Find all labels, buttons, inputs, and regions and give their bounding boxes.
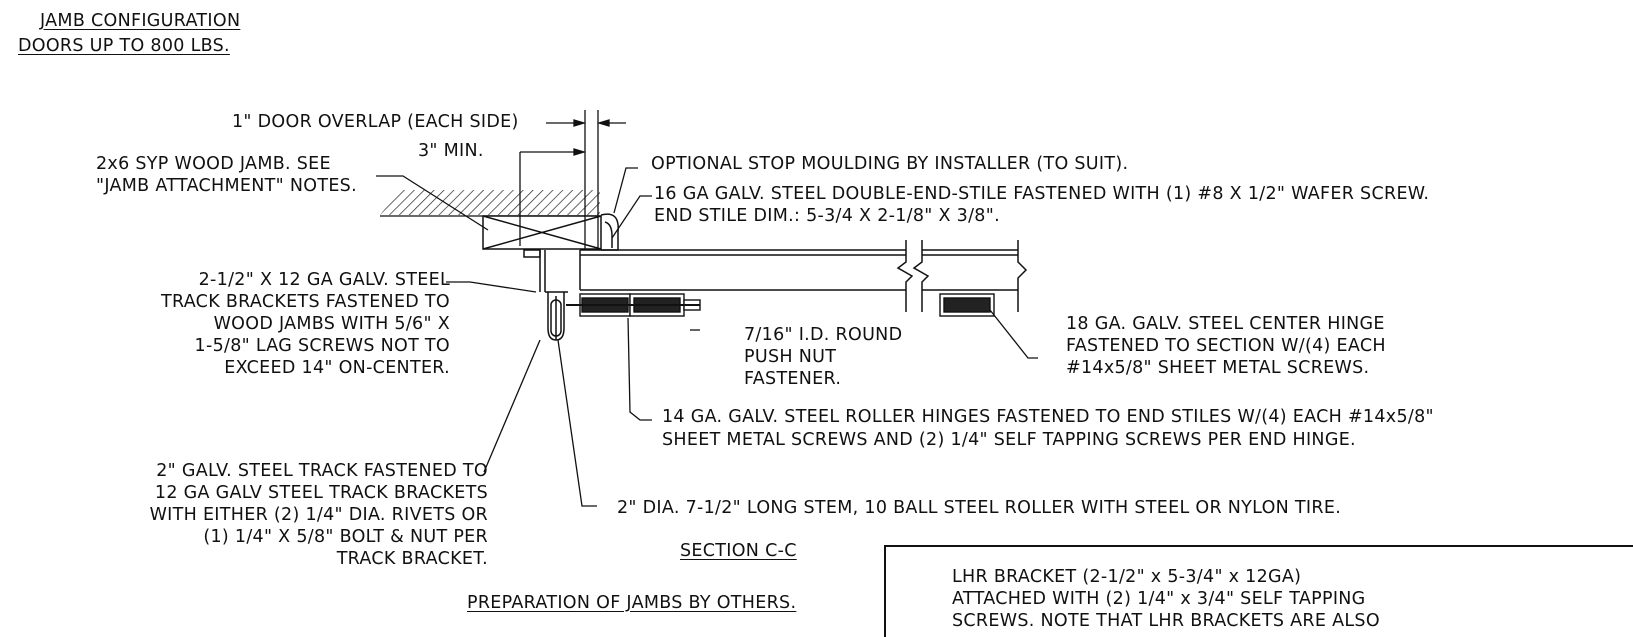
section-label: SECTION C-C [680, 541, 797, 561]
track-label-5: TRACK BRACKET. [336, 549, 488, 569]
track-label-4: (1) 1/4" X 5/8" BOLT & NUT PER [203, 527, 488, 547]
track-label-1: 2" GALV. STEEL TRACK FASTENED TO [156, 461, 488, 481]
track-bracket-label-4: 1-5/8" LAG SCREWS NOT TO [194, 336, 450, 356]
min-3-label: 3" MIN. [418, 141, 484, 161]
track-roller [547, 292, 565, 341]
track-label-3: WITH EITHER (2) 1/4" DIA. RIVETS OR [149, 505, 488, 525]
track-bracket-label-2: TRACK BRACKETS FASTENED TO [160, 292, 450, 312]
end-stile-label-1: 16 GA GALV. STEEL DOUBLE-END-STILE FASTE… [654, 184, 1430, 204]
dimension-lines [519, 110, 626, 250]
center-hinge [939, 293, 995, 317]
lhr-note-line-2: ATTACHED WITH (2) 1/4" x 3/4" SELF TAPPI… [952, 589, 1366, 609]
push-nut-label-3: FASTENER. [744, 369, 842, 389]
door-overlap-label: 1" DOOR OVERLAP (EACH SIDE) [232, 112, 519, 132]
center-hinge-label-3: #14x5/8" SHEET METAL SCREWS. [1066, 358, 1370, 378]
end-stile-label-2: END STILE DIM.: 5-3/4 X 2-1/8" X 3/8". [654, 206, 1000, 226]
wood-jamb-label-1: 2x6 SYP WOOD JAMB. SEE [96, 154, 331, 174]
roller-hinges [566, 293, 701, 317]
push-nut-label-1: 7/16" I.D. ROUND [744, 325, 903, 345]
roller-hinge-label-1: 14 GA. GALV. STEEL ROLLER HINGES FASTENE… [662, 407, 1434, 427]
stop-moulding [600, 213, 619, 251]
track-bracket-label-5: EXCEED 14" ON-CENTER. [224, 358, 450, 378]
track-label-2: 12 GA GALV STEEL TRACK BRACKETS [154, 483, 488, 503]
lhr-note-line-1: LHR BRACKET (2-1/2" x 5-3/4" x 12GA) [952, 567, 1302, 587]
title-line-1: JAMB CONFIGURATION [40, 11, 241, 31]
track-bracket [523, 249, 568, 293]
wood-jamb [482, 215, 602, 250]
leader-lines [376, 167, 1038, 507]
wood-jamb-label-2: "JAMB ATTACHMENT" NOTES. [96, 176, 357, 196]
roller-label: 2" DIA. 7-1/2" LONG STEM, 10 BALL STEEL … [617, 498, 1342, 518]
lhr-note-line-3: SCREWS. NOTE THAT LHR BRACKETS ARE ALSO [952, 611, 1380, 631]
title-line-2: DOORS UP TO 800 LBS. [18, 36, 230, 56]
section-drawing [376, 110, 1038, 507]
track-bracket-label-3: WOOD JAMBS WITH 5/6" X [213, 314, 450, 334]
preparation-label: PREPARATION OF JAMBS BY OTHERS. [467, 593, 797, 613]
stop-moulding-label: OPTIONAL STOP MOULDING BY INSTALLER (TO … [651, 154, 1129, 174]
track-bracket-label-1: 2-1/2" X 12 GA GALV. STEEL [198, 270, 450, 290]
wall-hatch [380, 190, 600, 217]
center-hinge-label-1: 18 GA. GALV. STEEL CENTER HINGE [1066, 314, 1385, 334]
push-nut-label-2: PUSH NUT [744, 347, 837, 367]
door-panel [579, 240, 1028, 312]
roller-hinge-label-2: SHEET METAL SCREWS AND (2) 1/4" SELF TAP… [662, 430, 1356, 450]
center-hinge-label-2: FASTENED TO SECTION W/(4) EACH [1066, 336, 1386, 356]
lhr-note-box [884, 545, 1633, 637]
